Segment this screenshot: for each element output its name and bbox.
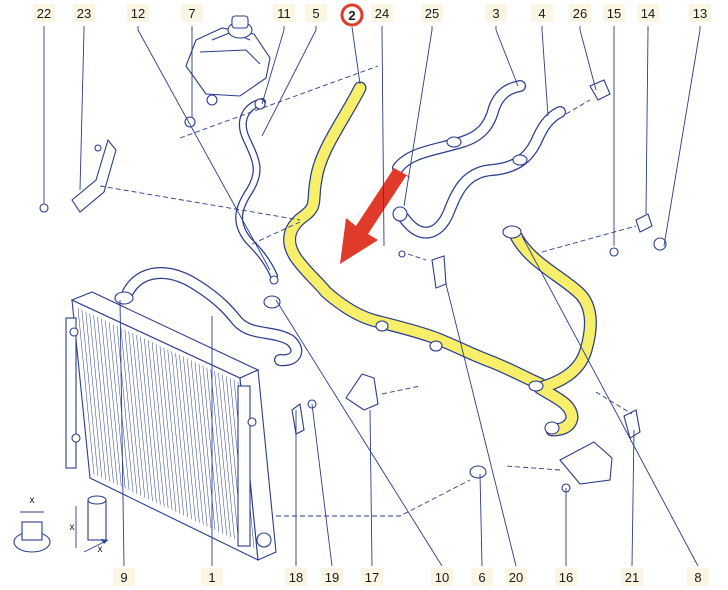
hose-2-highlighted[interactable] [283,81,547,391]
part-label-10[interactable]: 10 [431,568,453,586]
hose-8-highlighted[interactable] [502,225,597,437]
part-number: 16 [559,570,573,585]
part-label-6[interactable]: 6 [471,568,493,586]
hose-5[interactable] [235,98,279,285]
part-label-4[interactable]: 4 [531,4,553,22]
part-label-2[interactable]: 2 [340,3,364,27]
dimension-x-label: x [98,544,103,555]
bolt-22[interactable] [39,203,49,213]
highlight-badge [340,3,364,27]
part-number: 25 [425,6,439,21]
part-label-16[interactable]: 16 [555,568,577,586]
part-label-20[interactable]: 20 [505,568,527,586]
x-dimension-arrow [101,539,108,544]
part-label-23[interactable]: 23 [73,4,95,22]
bracket-23[interactable] [71,138,117,213]
part-label-11[interactable]: 11 [273,4,295,22]
part-label-9[interactable]: 9 [113,568,135,586]
part-number: 7 [188,6,195,21]
part-number: 5 [312,6,319,21]
part-number: 22 [37,6,51,21]
part-number: 10 [435,570,449,585]
hose-3[interactable] [392,80,526,174]
part-number: 2 [348,8,355,23]
part-number: 17 [365,570,379,585]
radiator[interactable] [65,291,277,561]
bolt-24[interactable] [398,250,406,258]
part-number: 18 [289,570,303,585]
expansion-tank[interactable] [184,15,271,128]
part-label-25[interactable]: 25 [421,4,443,22]
part-number: 12 [131,6,145,21]
hose-1[interactable] [114,267,303,367]
hose-clip-25[interactable] [392,206,408,222]
part-label-15[interactable]: 15 [603,4,625,22]
part-label-26[interactable]: 26 [569,4,591,22]
part-number: 1 [208,570,215,585]
part-number: 24 [375,6,389,21]
dimension-x-label: x [30,495,35,506]
clamp-18[interactable] [291,403,305,435]
part-label-14[interactable]: 14 [637,4,659,22]
part-number: 15 [607,6,621,21]
part-number: 3 [492,6,499,21]
sensor-14[interactable] [635,213,667,251]
part-number: 13 [693,6,707,21]
bleed-screw-21[interactable] [623,409,641,439]
part-number: 11 [277,6,291,21]
red-direction-arrow [340,168,412,264]
part-number: 14 [641,6,655,21]
part-label-8[interactable]: 8 [687,568,709,586]
part-label-22[interactable]: 22 [33,4,55,22]
part-number: 9 [120,570,127,585]
part-label-7[interactable]: 7 [181,4,203,22]
bracket-16[interactable] [559,441,613,493]
clip-15[interactable] [609,247,619,257]
part-number: 6 [478,570,485,585]
part-number: 21 [625,570,639,585]
part-label-5[interactable]: 5 [305,4,327,22]
part-label-12[interactable]: 12 [127,4,149,22]
hose-clamp-6[interactable] [469,465,487,479]
part-number: 4 [538,6,545,21]
part-label-18[interactable]: 18 [285,568,307,586]
bracket-20[interactable] [431,255,447,289]
part-label-21[interactable]: 21 [621,568,643,586]
part-label-24[interactable]: 24 [371,4,393,22]
leader-lines [43,26,701,567]
part-number: 19 [325,570,339,585]
part-number: 23 [77,6,91,21]
part-number: 26 [573,6,587,21]
connector-26[interactable] [589,79,611,101]
hose-4[interactable] [398,106,566,239]
bracket-17[interactable] [345,373,379,411]
part-label-3[interactable]: 3 [485,4,507,22]
part-label-1[interactable]: 1 [201,568,223,586]
part-label-17[interactable]: 17 [361,568,383,586]
part-number: 20 [509,570,523,585]
dimension-x-label: x [70,522,75,533]
part-number: 8 [694,570,701,585]
part-label-19[interactable]: 19 [321,568,343,586]
inset-detail: x x x [13,495,109,555]
part-label-13[interactable]: 13 [689,4,711,22]
